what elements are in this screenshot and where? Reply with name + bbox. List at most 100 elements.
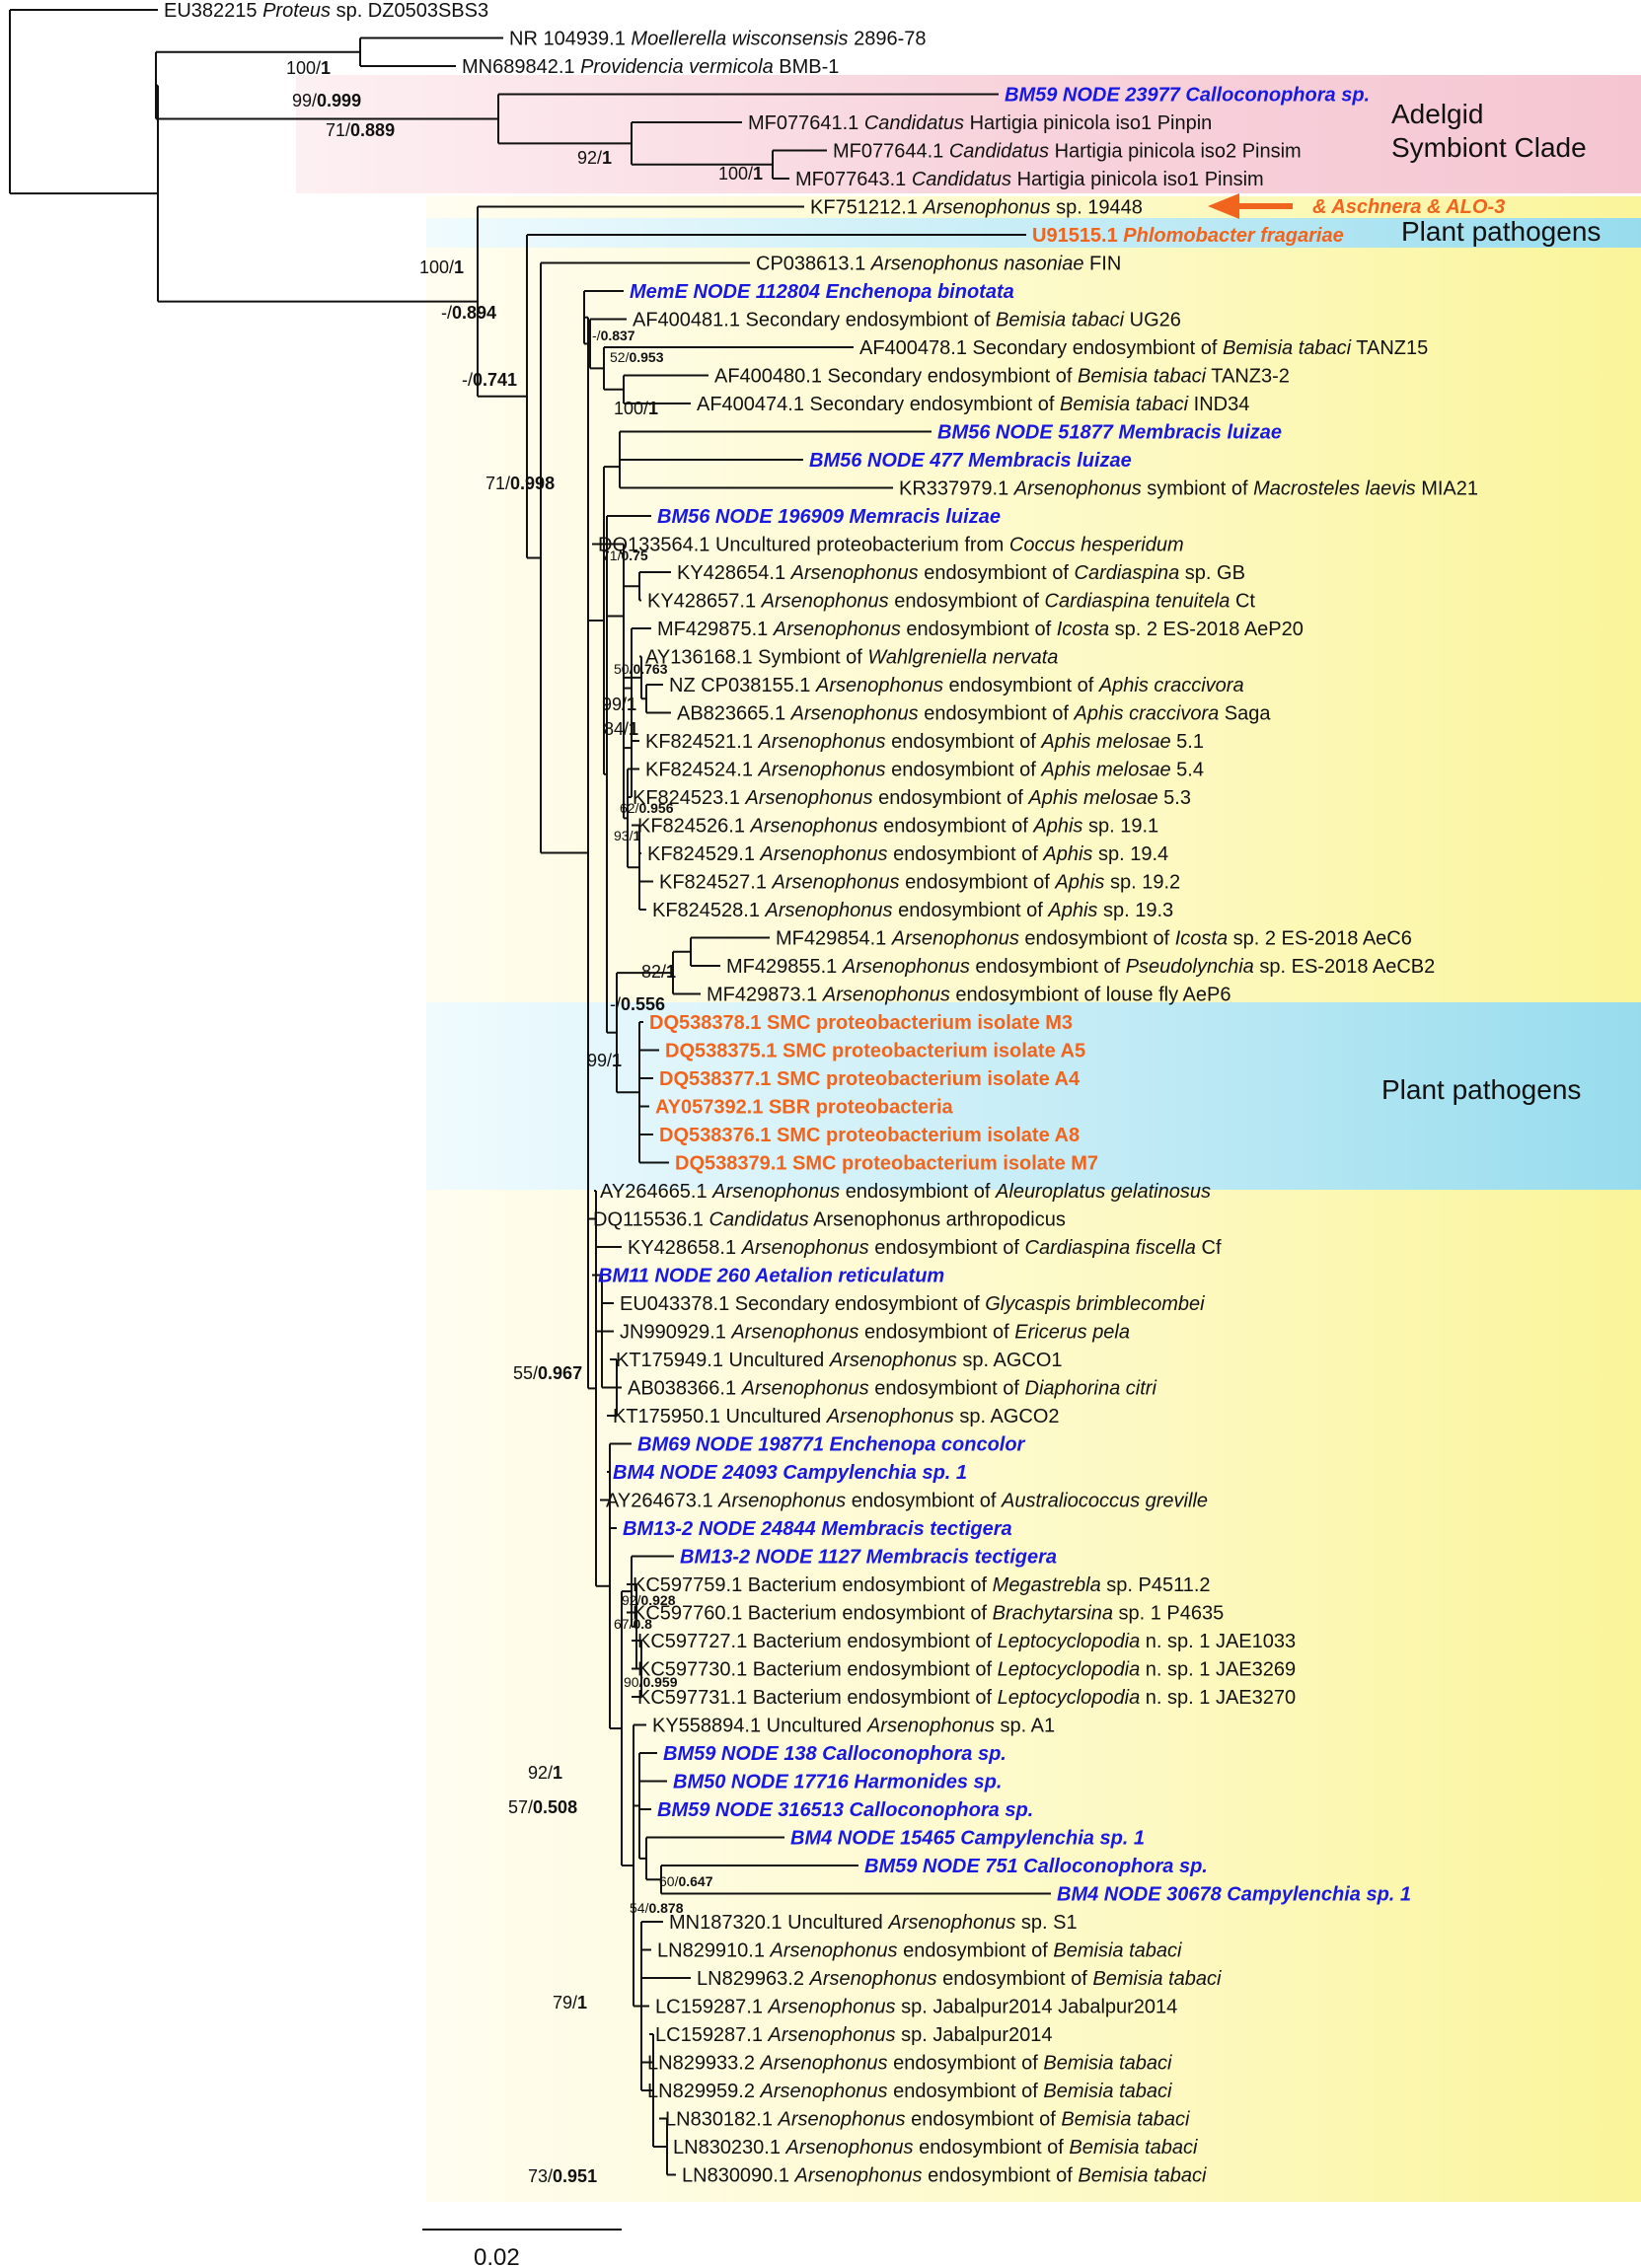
leaf-label: LN829910.1 Arsenophonus endosymbiont of … <box>657 1940 1182 1962</box>
leaf-label: LC159287.1 Arsenophonus sp. Jabalpur2014 <box>655 2024 1053 2046</box>
leaf-label: BM4 NODE 15465 Campylenchia sp. 1 <box>790 1828 1145 1850</box>
support-value: 99/0.999 <box>292 91 361 110</box>
support-value: -/0.556 <box>610 994 665 1014</box>
leaf-label: DQ538378.1 SMC proteobacterium isolate M… <box>649 1012 1073 1034</box>
leaf-label: KC597760.1 Bacterium endosymbiont of Bra… <box>633 1603 1224 1625</box>
leaf-label: BM59 NODE 751 Calloconophora sp. <box>864 1856 1208 1877</box>
support-value: 50/0.763 <box>614 661 668 677</box>
leaf-label: AY264673.1 Arsenophonus endosymbiont of … <box>606 1491 1208 1512</box>
leaf-label: KT175950.1 Uncultured Arsenophonus sp. A… <box>613 1406 1060 1427</box>
support-value: 99/1 <box>587 1051 622 1070</box>
leaf-label: MF429854.1 Arsenophonus endosymbiont of … <box>776 928 1412 950</box>
leaf-label: MF077641.1 Candidatus Hartigia pinicola … <box>748 112 1212 134</box>
support-value: -/0.837 <box>592 328 635 343</box>
leaf-label: AY057392.1 SBR proteobacteria <box>655 1097 954 1119</box>
leaf-label: AY136168.1 Symbiont of Wahlgreniella ner… <box>645 647 1058 669</box>
clade-label-plant-pathogens-mid: Plant pathogens <box>1381 1074 1581 1105</box>
leaf-label: DQ538375.1 SMC proteobacterium isolate A… <box>665 1041 1085 1062</box>
support-value: 73/0.951 <box>528 2166 597 2186</box>
leaf-label: LN830230.1 Arsenophonus endosymbiont of … <box>673 2137 1198 2158</box>
support-value: 93/1 <box>614 828 640 843</box>
leaf-label: MF077643.1 Candidatus Hartigia pinicola … <box>795 169 1264 190</box>
leaf-label: LN829959.2 Arsenophonus endosymbiont of … <box>647 2081 1172 2102</box>
leaf-label: AB038366.1 Arsenophonus endosymbiont of … <box>628 1378 1156 1400</box>
leaf-label: CP038613.1 Arsenophonus nasoniae FIN <box>756 254 1121 275</box>
leaf-label: AF400478.1 Secondary endosymbiont of Bem… <box>859 337 1428 359</box>
leaf-label: NR 104939.1 Moellerella wisconsensis 289… <box>509 29 926 50</box>
support-value: -/0.741 <box>462 370 517 390</box>
leaf-label: BM13-2 NODE 24844 Membracis tectigera <box>623 1518 1012 1540</box>
leaf-label: KC597727.1 Bacterium endosymbiont of Lep… <box>637 1631 1296 1652</box>
arrow-head-icon <box>1208 193 1239 219</box>
leaf-label: KR337979.1 Arsenophonus symbiont of Macr… <box>899 478 1478 500</box>
support-value: 60/0.647 <box>659 1873 713 1889</box>
leaf-label: LN830090.1 Arsenophonus endosymbiont of … <box>682 2165 1207 2187</box>
leaf-label: BM50 NODE 17716 Harmonides sp. <box>673 1772 1002 1793</box>
leaf-label: BM4 NODE 30678 Campylenchia sp. 1 <box>1057 1884 1411 1906</box>
leaf-label: BM59 NODE 138 Calloconophora sp. <box>663 1743 1007 1765</box>
leaf-label: KC597731.1 Bacterium endosymbiont of Lep… <box>637 1687 1296 1709</box>
leaf-label: DQ538377.1 SMC proteobacterium isolate A… <box>659 1068 1081 1090</box>
leaf-label: KY428658.1 Arsenophonus endosymbiont of … <box>628 1237 1222 1259</box>
leaf-label: BM56 NODE 196909 Memracis luizae <box>657 506 1001 528</box>
leaf-label: KF824524.1 Arsenophonus endosymbiont of … <box>645 760 1204 781</box>
support-values: 100/199/0.99971/0.88992/1100/1100/1-/0.8… <box>286 58 763 2186</box>
support-value: 67/0.8 <box>614 1616 652 1632</box>
tree-branches <box>9 9 1051 2176</box>
leaf-label: BM11 NODE 260 Aetalion reticulatum <box>598 1266 944 1287</box>
leaf-label: BM59 NODE 23977 Calloconophora sp. <box>1005 85 1370 107</box>
leaf-label: LN830182.1 Arsenophonus endosymbiont of … <box>665 2109 1190 2131</box>
leaf-label: BM56 NODE 477 Membracis luizae <box>809 450 1132 472</box>
leaf-label: KF824526.1 Arsenophonus endosymbiont of … <box>637 816 1158 838</box>
leaf-label: KF751212.1 Arsenophonus sp. 19448 <box>810 197 1143 219</box>
support-value: 71/0.998 <box>485 474 555 493</box>
leaf-label: U91515.1 Phlomobacter fragariae <box>1032 225 1344 247</box>
leaf-label: BM56 NODE 51877 Membracis luizae <box>937 422 1282 444</box>
leaf-label: KY428657.1 Arsenophonus endosymbiont of … <box>647 591 1255 613</box>
support-value: 82/1 <box>641 962 676 982</box>
leaf-label: KF824529.1 Arsenophonus endosymbiont of … <box>647 843 1168 865</box>
leaf-label: KC597730.1 Bacterium endosymbiont of Lep… <box>637 1659 1296 1681</box>
leaf-label: KY428654.1 Arsenophonus endosymbiont of … <box>677 562 1245 584</box>
leaf-label: MemE NODE 112804 Enchenopa binotata <box>630 281 1014 303</box>
support-value: 55/0.967 <box>513 1363 582 1383</box>
leaf-label: AB823665.1 Arsenophonus endosymbiont of … <box>677 703 1271 725</box>
leaf-label: KF824528.1 Arsenophonus endosymbiont of … <box>652 900 1173 921</box>
support-value: 100/1 <box>718 164 763 183</box>
leaf-label: KF824523.1 Arsenophonus endosymbiont of … <box>633 787 1191 809</box>
support-value: 52/0.953 <box>610 349 664 365</box>
leaf-label: DQ538379.1 SMC proteobacterium isolate M… <box>675 1153 1098 1175</box>
leaf-label: AY264665.1 Arsenophonus endosymbiont of … <box>600 1181 1211 1203</box>
leaf-label: MN689842.1 Providencia vermicola BMB-1 <box>462 56 839 78</box>
leaf-label: MF429875.1 Arsenophonus endosymbiont of … <box>657 619 1304 640</box>
leaf-label: KY558894.1 Uncultured Arsenophonus sp. A… <box>652 1716 1055 1737</box>
clade-label-plant-pathogens-top: Plant pathogens <box>1401 216 1601 247</box>
clade-label-adelgid-2: Symbiont Clade <box>1391 132 1587 163</box>
clade-panel-yellow <box>426 196 1641 2202</box>
leaf-label: MF077644.1 Candidatus Hartigia pinicola … <box>833 141 1302 163</box>
leaf-label: KF824527.1 Arsenophonus endosymbiont of … <box>659 872 1180 894</box>
leaf-label: DQ115536.1 Candidatus Arsenophonus arthr… <box>593 1209 1066 1231</box>
support-value: 100/1 <box>614 399 658 418</box>
leaf-label: JN990929.1 Arsenophonus endosymbiont of … <box>620 1322 1130 1344</box>
leaf-label: EU382215 Proteus sp. DZ0503SBS3 <box>164 0 488 22</box>
arrow-annotation-text: & Aschnera & ALO-3 <box>1312 196 1505 218</box>
leaf-labels: EU382215 Proteus sp. DZ0503SBS3 NR 104939… <box>164 0 1478 2187</box>
support-value: 99/1 <box>602 695 636 714</box>
support-value: 54/0.878 <box>630 1900 684 1916</box>
leaf-label: BM13-2 NODE 1127 Membracis tectigera <box>680 1547 1057 1569</box>
support-value: 100/1 <box>286 58 331 78</box>
support-value: 100/1 <box>419 257 464 277</box>
leaf-label: KT175949.1 Uncultured Arsenophonus sp. A… <box>616 1350 1063 1371</box>
support-value: 79/1 <box>553 1993 587 2012</box>
leaf-label: LN829933.2 Arsenophonus endosymbiont of … <box>647 2053 1172 2075</box>
support-value: 71/0.75 <box>602 548 648 563</box>
leaf-label: BM59 NODE 316513 Calloconophora sp. <box>657 1799 1033 1821</box>
support-value: 90/0.959 <box>624 1674 678 1690</box>
leaf-label: LN829963.2 Arsenophonus endosymbiont of … <box>697 1968 1222 1990</box>
support-value: 92/1 <box>528 1763 562 1783</box>
scale-bar-label: 0.02 <box>474 2244 520 2268</box>
leaf-label: MF429855.1 Arsenophonus endosymbiont of … <box>726 956 1435 978</box>
